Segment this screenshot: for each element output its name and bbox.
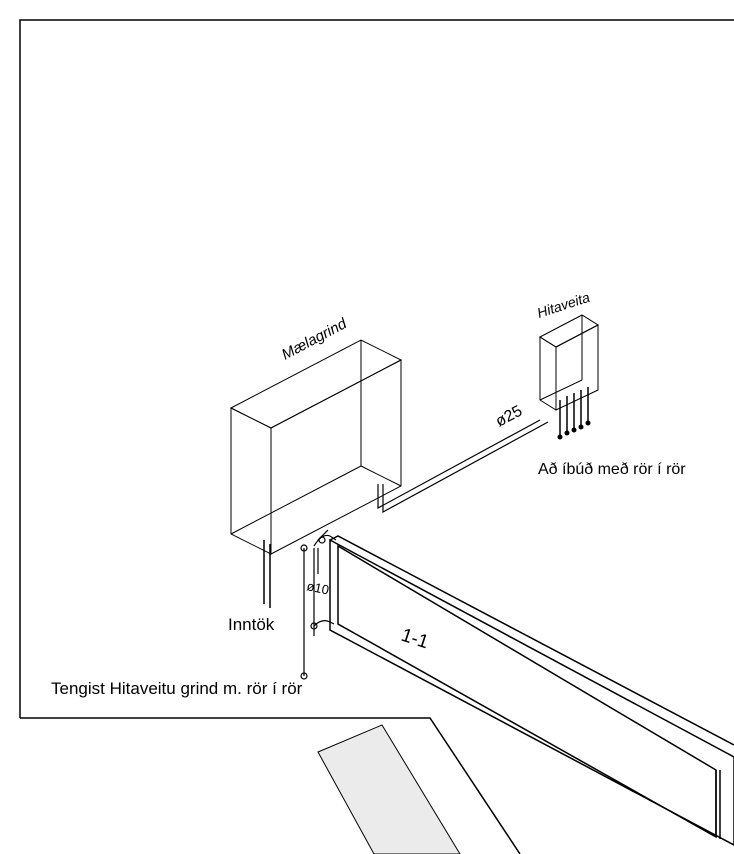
ramp-strip (317, 724, 461, 854)
outlet-pipe-ends (557, 420, 591, 440)
hitaveita-box (538, 314, 600, 411)
room-outline (19, 19, 734, 854)
label-maelagrind: Mælagrind (279, 315, 350, 364)
label-section-1-1: 1-1 (398, 625, 431, 653)
outlet-pipes (559, 387, 589, 436)
label-o10: ø10 (305, 578, 330, 597)
pipe-o10-ends (300, 536, 326, 680)
label-ad-ibud: Að íbúð með rör í rör (538, 461, 686, 478)
label-o25: ø25 (493, 403, 525, 431)
pipe-o10 (303, 529, 337, 676)
inlet-pipes (263, 540, 271, 608)
label-inntok: Inntök (228, 615, 275, 634)
label-tengist: Tengist Hitaveitu grind m. rör í rör (51, 679, 303, 698)
maelagrind-box (229, 339, 403, 555)
section-1-1-channel (329, 535, 734, 846)
pipe-o25 (377, 419, 549, 514)
